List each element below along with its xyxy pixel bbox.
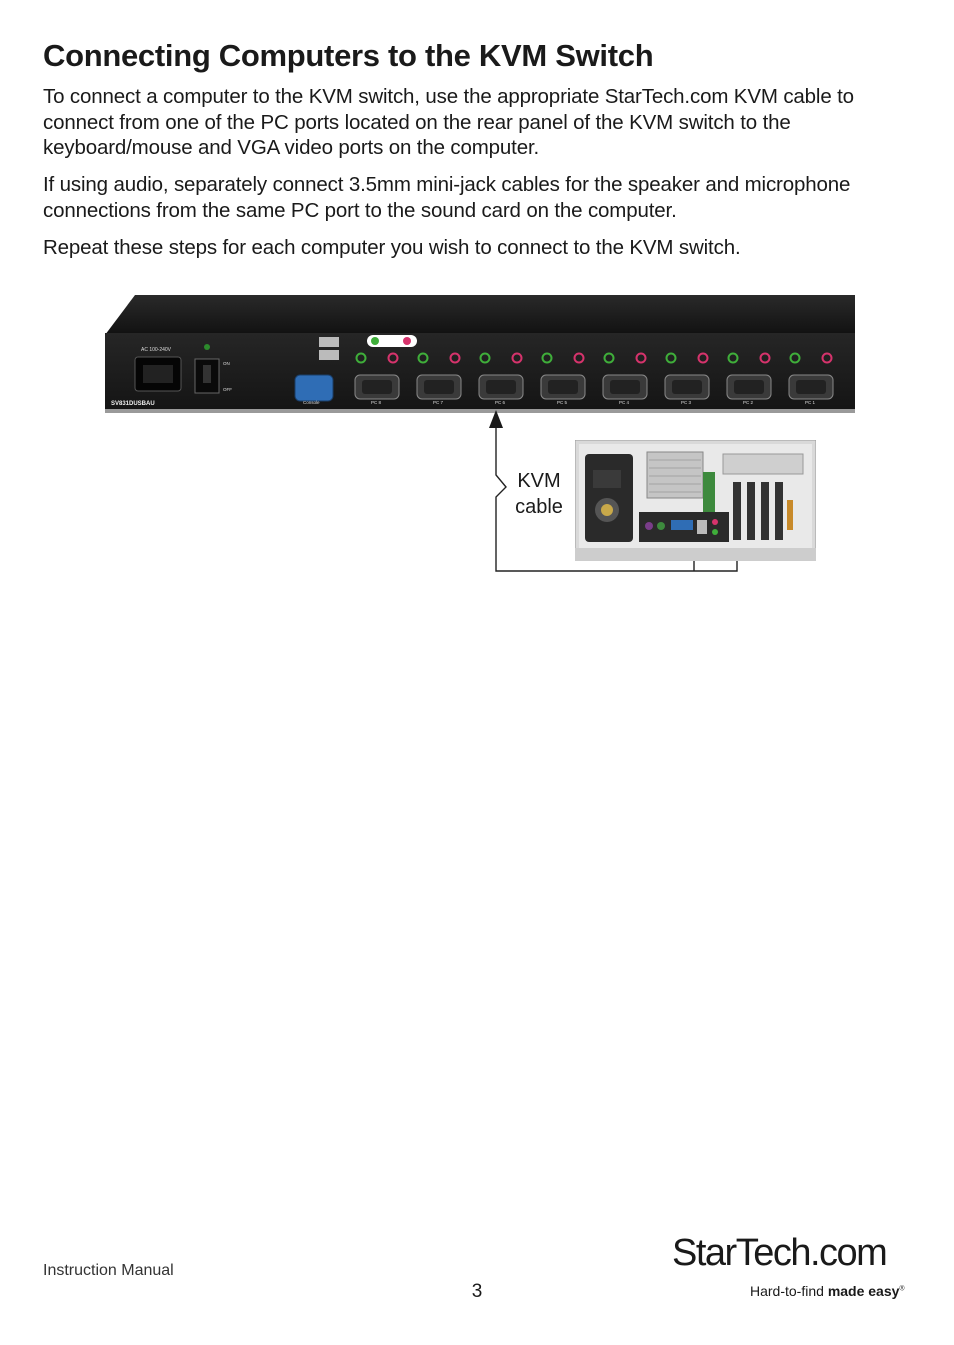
pc-port-label: PC 7 (433, 400, 444, 405)
paragraph-repeat: Repeat these steps for each computer you… (43, 236, 741, 259)
mic-jack-icon (635, 352, 647, 364)
registered-mark: ® (899, 1285, 905, 1293)
mic-jack-icon (511, 352, 523, 364)
kvm-pc-port: PC 1 (788, 352, 834, 405)
speaker-jack-icon (355, 352, 367, 364)
switch-off-label: OFF (223, 387, 232, 392)
vga-port-inner (610, 380, 640, 394)
model-label: SV831DUSBAU (111, 401, 155, 407)
console-label: Console (303, 400, 320, 405)
vga-port-inner (672, 380, 702, 394)
pc-port-label: PC 3 (681, 400, 692, 405)
kvm-pc-port: PC 5 (540, 352, 586, 405)
pc-port-label: PC 6 (495, 400, 506, 405)
kvm-pc-port: PC 3 (664, 352, 710, 405)
kvm-pc-port: PC 6 (478, 352, 524, 405)
speaker-jack-icon (417, 352, 429, 364)
kvm-cable-label: KVM cable (508, 468, 570, 520)
computer-rear-drawing (574, 439, 817, 562)
mic-jack-icon (821, 352, 833, 364)
pc-port-label: PC 2 (743, 400, 754, 405)
mic-jack-icon (387, 352, 399, 364)
vga-port-inner (424, 380, 454, 394)
page-number: 3 (471, 1281, 483, 1302)
switch-on-label: ON (223, 361, 230, 366)
kvm-switch-rear-panel: AC 100-240V ON OFF SV831DUSBAU Console P… (105, 295, 855, 413)
vga-port-inner (362, 380, 392, 394)
computer-rear-panel (574, 439, 817, 562)
mic-jack-icon (697, 352, 709, 364)
mic-jack-icon (759, 352, 771, 364)
pc-port-label: PC 8 (371, 400, 382, 405)
speaker-jack-icon (727, 352, 739, 364)
brand-text: StarTech.com (672, 1232, 886, 1272)
tagline-bold: made easy (827, 1283, 900, 1299)
paragraph-audio: If using audio, separately connect 3.5mm… (43, 173, 851, 222)
footer-doc-type: Instruction Manual (43, 1262, 174, 1279)
tagline-light: Hard-to-find (750, 1283, 828, 1299)
speaker-jack-icon (603, 352, 615, 364)
vga-port-inner (548, 380, 578, 394)
kvm-cable-label-line1: KVM (517, 470, 561, 492)
speaker-jack-icon (665, 352, 677, 364)
pc-port-label: PC 4 (619, 400, 630, 405)
kvm-pc-port: PC 8 (354, 352, 400, 405)
power-rating-label: AC 100-240V (141, 347, 172, 353)
kvm-cable-label-line2: cable (515, 496, 563, 518)
speaker-jack-icon (789, 352, 801, 364)
startech-logo-mark: StarTech.com (672, 1232, 888, 1274)
brand-tagline: Hard-to-find made easy® (750, 1283, 905, 1299)
vga-port-inner (796, 380, 826, 394)
speaker-jack-icon (479, 352, 491, 364)
paragraph-connect: To connect a computer to the KVM switch,… (43, 85, 854, 159)
kvm-pc-port: PC 2 (726, 352, 772, 405)
mic-jack-icon (449, 352, 461, 364)
pc-port-label: PC 1 (805, 400, 816, 405)
vga-port-inner (486, 380, 516, 394)
kvm-pc-port: PC 7 (416, 352, 462, 405)
kvm-panel-drawing: AC 100-240V ON OFF SV831DUSBAU Console P… (105, 295, 855, 413)
page-title: Connecting Computers to the KVM Switch (43, 38, 654, 73)
startech-logo: StarTech.com (672, 1232, 912, 1274)
vga-port-inner (734, 380, 764, 394)
speaker-jack-icon (541, 352, 553, 364)
mic-jack-icon (573, 352, 585, 364)
pc-port-label: PC 5 (557, 400, 568, 405)
kvm-pc-port: PC 4 (602, 352, 648, 405)
